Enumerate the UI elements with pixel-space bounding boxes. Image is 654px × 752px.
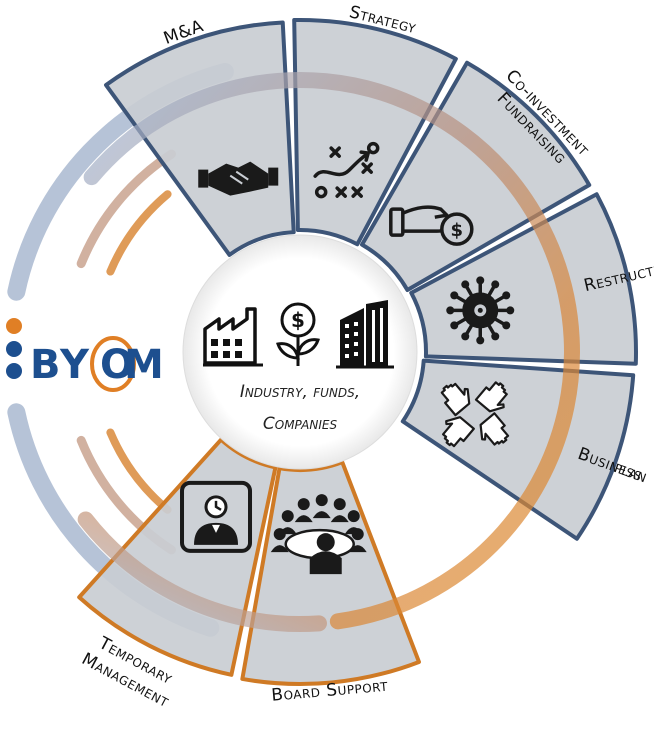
byom-logo: B Y O M [6,318,165,392]
hand-coin-icon: $ [389,205,474,246]
logo-letter-y: Y [59,342,90,388]
segment-business-plan-label-2: plan [612,457,650,487]
logo-o-ring [90,336,136,392]
center-caption-line2: Companies [263,414,338,434]
gradient-ring-arc-lower [77,511,327,632]
logo-dot-blue-2 [6,363,22,379]
hands-icon [440,381,510,448]
strategy-play-icon [313,141,380,199]
logo-letter-o: O [100,342,135,388]
segment-fundraising-panel [360,60,592,292]
office-building-icon [336,300,394,369]
virus-icon [446,276,515,345]
money-plant-icon: $ [276,302,320,366]
logo-dot-orange [6,318,22,334]
logo-letter-b: B [30,342,62,388]
decorative-arc-6 [106,190,172,276]
logo-letter-m: M [124,342,165,388]
decorative-arc-4 [76,149,176,269]
center-caption-line1: Industry, funds, [240,382,360,402]
center-circle: $ Industry, funds, Companies [182,234,418,470]
gradient-ring-arc-upper [83,72,580,630]
logo-dot-blue-1 [6,341,22,357]
manager-clock-icon [180,480,253,553]
boardroom-icon [270,494,367,575]
svg-text:$: $ [451,220,464,241]
svg-text:$: $ [291,308,305,332]
gradient-ring [77,72,580,632]
factory-icon [203,307,263,367]
handshake-icon [198,161,279,196]
